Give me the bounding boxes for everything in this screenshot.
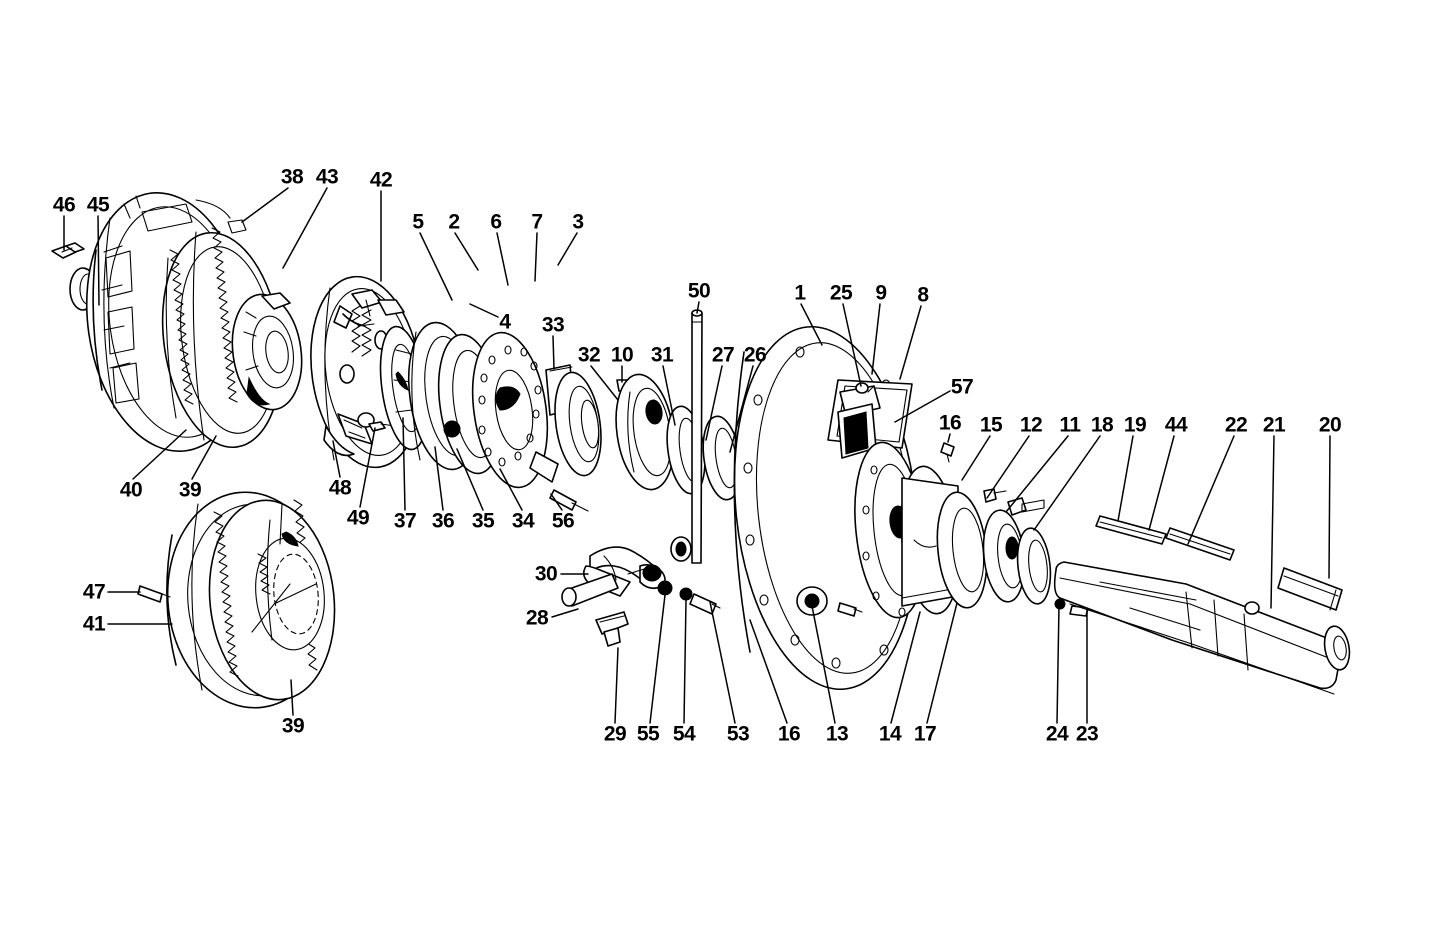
part-50-rod: [691, 309, 703, 564]
callout-label-55: 55: [636, 722, 660, 746]
callout-label-33: 33: [541, 313, 565, 337]
part-24-bolt: [1054, 598, 1066, 610]
callout-label-32: 32: [577, 343, 601, 367]
callout-label-56: 56: [551, 509, 575, 533]
part-25-bracket: [837, 382, 881, 459]
callout-label-22: 22: [1224, 413, 1248, 437]
part-46-dowel-pin: [51, 242, 85, 259]
callout-label-3: 3: [572, 210, 584, 234]
callout-label-10: 10: [610, 343, 634, 367]
callout-label-29: 29: [603, 722, 627, 746]
callout-label-7: 7: [531, 210, 543, 234]
callout-label-14: 14: [878, 722, 902, 746]
callout-label-35: 35: [471, 509, 495, 533]
callout-label-11: 11: [1059, 413, 1081, 437]
callout-label-39: 39: [178, 478, 202, 502]
callout-label-57: 57: [950, 375, 974, 399]
part-44-key: [1165, 527, 1235, 561]
callout-label-8: 8: [917, 283, 929, 307]
callout-label-30: 30: [534, 562, 558, 586]
callout-label-15: 15: [979, 413, 1003, 437]
part-56-bolt: [549, 489, 589, 512]
callout-label-26: 26: [743, 343, 767, 367]
part-15-cover-flange: [936, 491, 988, 609]
callout-label-21: 21: [1262, 413, 1286, 437]
callout-label-19: 19: [1123, 413, 1147, 437]
callout-label-53: 53: [726, 722, 750, 746]
callout-label-44: 44: [1164, 413, 1188, 437]
part-41-flywheel-lower: [166, 491, 336, 709]
callout-label-45: 45: [86, 193, 110, 217]
callout-label-49: 49: [346, 506, 370, 530]
callout-label-37: 37: [393, 509, 417, 533]
callout-label-43: 43: [315, 165, 339, 189]
part-31-bearing: [615, 373, 675, 491]
callout-label-18: 18: [1090, 413, 1114, 437]
callout-label-47: 47: [82, 580, 106, 604]
callout-label-13: 13: [825, 722, 849, 746]
callout-label-17: 17: [913, 722, 937, 746]
part-54-ball: [679, 587, 693, 601]
callout-label-46: 46: [52, 193, 76, 217]
part-32-bearing-carrier: [554, 371, 602, 477]
callout-label-9: 9: [875, 281, 887, 305]
callout-label-54: 54: [672, 722, 696, 746]
callout-label-12: 12: [1019, 413, 1043, 437]
callout-label-41: 41: [82, 612, 106, 636]
part-13-grommet: [796, 586, 828, 616]
callout-label-40: 40: [119, 478, 143, 502]
callout-label-27: 27: [711, 343, 735, 367]
part-43-hub: [231, 292, 303, 411]
callout-label-42: 42: [369, 168, 393, 192]
callout-label-34: 34: [511, 509, 535, 533]
callout-label-16: 16: [938, 411, 962, 435]
part-16-stud: [940, 442, 955, 463]
callout-label-36: 36: [431, 509, 455, 533]
part-19-key: [1095, 515, 1167, 545]
part-springs: [339, 305, 388, 428]
callout-label-28: 28: [525, 606, 549, 630]
part-18-bearing: [982, 509, 1026, 603]
part-group-flywheel-housing-45: [51, 191, 742, 564]
part-20-key-block: [1277, 567, 1343, 611]
callout-label-38: 38: [280, 165, 304, 189]
callout-label-39b: 39: [281, 714, 305, 738]
part-19-retainer: [1016, 527, 1052, 605]
callout-label-50: 50: [687, 279, 711, 303]
part-16b-stud: [837, 602, 863, 617]
callout-label-6: 6: [490, 210, 502, 234]
callout-label-16b: 16: [777, 722, 801, 746]
part-12-bolt: [983, 488, 1007, 503]
callout-label-31: 31: [650, 343, 674, 367]
callout-label-20: 20: [1318, 413, 1342, 437]
part-30-release-fork: [561, 536, 721, 647]
part-21-input-shaft: [1053, 561, 1351, 695]
part-11-bolt: [1007, 497, 1045, 516]
part-55-ball: [657, 580, 673, 596]
part-53-bolt: [689, 593, 721, 615]
callout-label-2: 2: [448, 210, 460, 234]
callout-label-5: 5: [412, 210, 424, 234]
callout-label-25: 25: [829, 281, 853, 305]
part-47-dowel: [137, 585, 171, 603]
callout-label-24: 24: [1045, 722, 1069, 746]
callout-label-4: 4: [499, 310, 511, 334]
part-34-drilled-flange: [471, 331, 559, 489]
part-9-bolt: [855, 382, 869, 394]
callout-label-1: 1: [794, 281, 806, 305]
callout-label-23: 23: [1075, 722, 1099, 746]
callout-label-48: 48: [328, 476, 352, 500]
